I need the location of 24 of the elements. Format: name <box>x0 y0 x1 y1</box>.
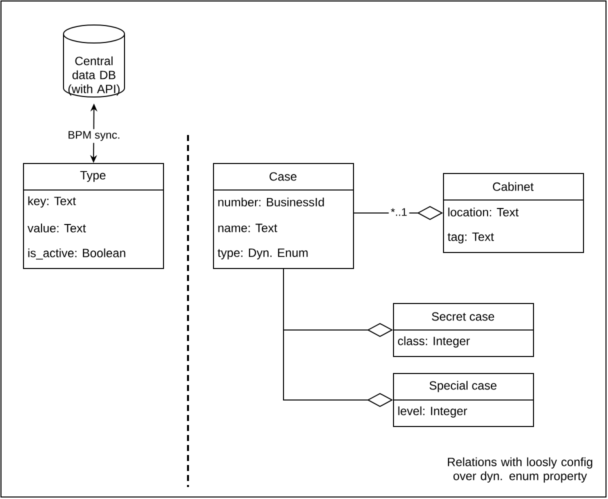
attribute-text: location: Text <box>448 208 519 216</box>
class-name: Type <box>80 171 106 182</box>
class-box <box>22 163 164 269</box>
edge-label: BPM sync. <box>66 129 122 143</box>
attribute-text: number: BusinessId <box>218 198 324 206</box>
attribute-text: tag: Text <box>448 232 494 244</box>
attribute-text: level: Integer <box>398 406 468 418</box>
attribute-text: name: Text <box>218 224 278 232</box>
class-box <box>392 303 534 357</box>
attribute-text: is_active: Boolean <box>28 248 126 260</box>
class-box <box>392 373 534 427</box>
class-name: Case <box>270 172 296 181</box>
database-cylinder: Central data DB (with API) <box>63 24 125 98</box>
class-box <box>212 163 354 269</box>
attribute-text: type: Dyn. Enum <box>218 248 308 260</box>
class-name: Cabinet <box>492 182 534 191</box>
attribute-text: class: Integer <box>398 336 470 348</box>
edge-label: *..1 <box>388 206 410 218</box>
attribute-text: value: Text <box>28 224 86 232</box>
attribute-text: key: Text <box>28 196 76 208</box>
note-text: Relations with loosly config over dyn. enum property <box>448 457 592 483</box>
class-name: Secret case <box>432 312 494 321</box>
class-name: Special case <box>430 380 496 392</box>
class-box <box>442 173 584 253</box>
